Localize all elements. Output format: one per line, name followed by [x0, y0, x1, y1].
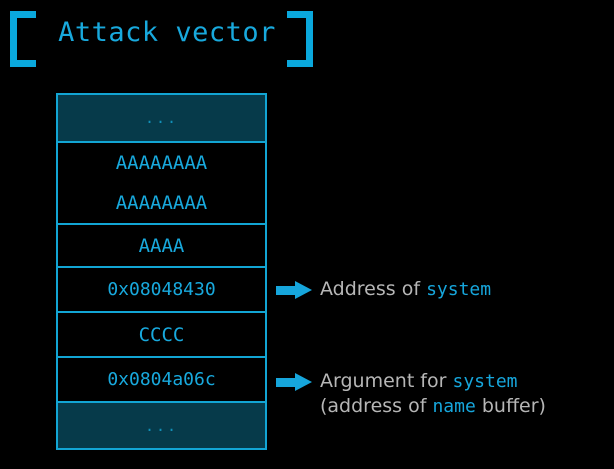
stack-cell-padding-a4: AAAA — [58, 225, 265, 268]
annotation-text: buffer) — [475, 395, 546, 417]
right-arrow-icon — [276, 281, 312, 299]
stack-cell-address-system: 0x08048430 — [58, 268, 265, 313]
right-bracket-icon — [287, 11, 313, 67]
annotation-argument-for-system: Argument for system (address of name buf… — [320, 369, 546, 419]
stack-cell-address-argument: 0x0804a06c — [58, 358, 265, 403]
annotation-code-name: name — [432, 396, 476, 417]
arrow-head — [295, 281, 312, 299]
stack-cell-text-line1: AAAAAAAA — [115, 152, 208, 174]
annotation-text: Argument for — [320, 370, 453, 392]
annotation-line-2: (address of name buffer) — [320, 394, 546, 419]
stack-cell-padding-c4: CCCC — [58, 313, 265, 358]
stack-cell-text: CCCC — [138, 323, 185, 346]
arrow-shaft — [276, 378, 297, 387]
stack-cell-text: ... — [144, 416, 179, 435]
annotation-text: Address of — [320, 278, 427, 300]
arrow-shaft — [276, 286, 297, 295]
stack-cell-text: 0x0804a06c — [107, 369, 216, 390]
arrow-head — [295, 373, 312, 391]
annotation-code-system: system — [426, 279, 492, 300]
stack-cell-ellipsis-bottom: ... — [58, 403, 265, 448]
stack-diagram: ... AAAAAAAA AAAAAAAA AAAA 0x08048430 CC… — [56, 93, 267, 450]
left-bracket-icon — [10, 11, 36, 67]
annotation-line: Address of system — [320, 277, 491, 302]
annotation-line-1: Argument for system — [320, 369, 546, 394]
right-arrow-icon — [276, 373, 312, 391]
stack-cell-text: AAAA — [138, 234, 185, 257]
stack-cell-text-line2: AAAAAAAA — [115, 192, 208, 214]
stack-cell-padding-a8: AAAAAAAA AAAAAAAA — [58, 143, 265, 225]
annotation-address-of-system: Address of system — [320, 277, 491, 302]
page-title: Attack vector — [58, 17, 276, 48]
slide-title-area: Attack vector — [0, 0, 614, 80]
stack-cell-ellipsis-top: ... — [58, 95, 265, 143]
annotation-code-system: system — [452, 371, 518, 392]
stack-cell-text: ... — [144, 109, 179, 127]
stack-cell-text: 0x08048430 — [107, 279, 216, 300]
annotation-text: (address of — [320, 395, 433, 417]
